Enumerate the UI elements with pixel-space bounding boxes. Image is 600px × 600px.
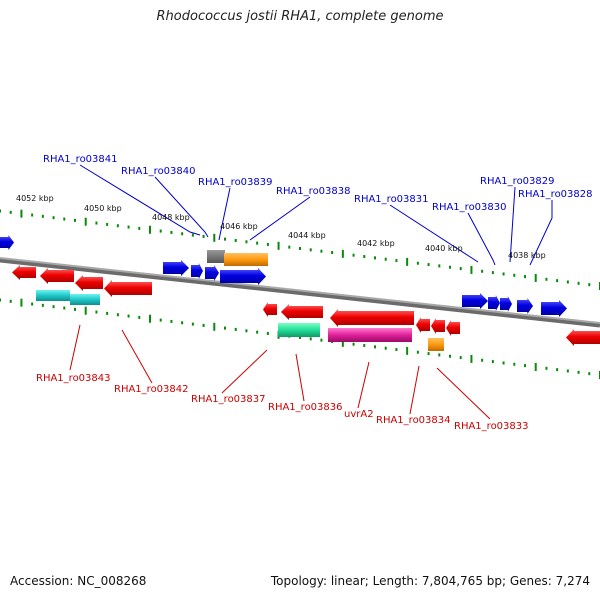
rna-box-2 bbox=[70, 294, 100, 305]
leader-ro03830 bbox=[467, 212, 496, 266]
leader-ro03838 bbox=[249, 196, 311, 241]
backbone-shadow bbox=[0, 257, 600, 328]
genome-backbone bbox=[0, 257, 600, 328]
gene-label-ro03842[interactable]: RHA1_ro03842 bbox=[114, 384, 189, 395]
gene-arrow-ro03834 bbox=[416, 317, 430, 333]
gene-arrow-ro03830 bbox=[488, 295, 500, 311]
scale-label-4050: 4050 kbp bbox=[84, 204, 122, 213]
gene-arrow-ro03829 bbox=[500, 296, 512, 312]
gene-arrow-ro03838 bbox=[220, 268, 266, 285]
leader-ro03837 bbox=[221, 349, 268, 394]
green-box bbox=[278, 323, 320, 337]
gene-arrow-ro03833b bbox=[446, 320, 460, 336]
genome-summary: Topology: linear; Length: 7,804,765 bp; … bbox=[270, 574, 590, 588]
scale-ticks bbox=[0, 209, 600, 379]
gene-label-ro03839[interactable]: RHA1_ro03839 bbox=[198, 177, 273, 188]
scale-label-4048: 4048 kbp bbox=[152, 213, 190, 222]
gene-label-ro03837[interactable]: RHA1_ro03837 bbox=[191, 394, 266, 405]
gene-label-ro03828[interactable]: RHA1_ro03828 bbox=[518, 189, 593, 200]
gene-arrow-ro03837a bbox=[263, 302, 277, 317]
gene-label-ro03829[interactable]: RHA1_ro03829 bbox=[480, 176, 555, 187]
gene-label-ro03840[interactable]: RHA1_ro03840 bbox=[121, 166, 196, 177]
gene-arrow-ro03828 bbox=[541, 300, 567, 317]
leader-ro03842 bbox=[121, 329, 153, 384]
leader-ro03831 bbox=[389, 204, 479, 263]
leader-ro03839 bbox=[218, 187, 231, 241]
gene-label-ro03830[interactable]: RHA1_ro03830 bbox=[432, 202, 507, 213]
genome-title: Rhodococcus jostii RHA1, complete genome bbox=[156, 9, 444, 24]
gene-label-ro03836[interactable]: RHA1_ro03836 bbox=[268, 402, 343, 413]
leader-ro03834 bbox=[409, 365, 420, 415]
gene-label-ro03843[interactable]: RHA1_ro03843 bbox=[36, 373, 111, 384]
leader-uvra2 bbox=[357, 361, 370, 409]
gene-label-ro03841[interactable]: RHA1_ro03841 bbox=[43, 154, 118, 165]
gene-features bbox=[0, 235, 600, 351]
gene-arrow-ro03840 bbox=[191, 263, 203, 279]
gene-label-uvra2[interactable]: uvrA2 bbox=[344, 409, 374, 420]
gene-arrow-ro03844 bbox=[12, 265, 36, 280]
gene-arrow-ro03842 bbox=[104, 280, 152, 297]
gene-arrow-ro03839 bbox=[205, 265, 219, 281]
scale-label-4038: 4038 kbp bbox=[508, 251, 546, 260]
gene-arrow-ro03831 bbox=[462, 293, 488, 309]
gene-arrow-ro03833a bbox=[431, 318, 445, 334]
leader-ro03841 bbox=[79, 164, 201, 236]
orange-box-top bbox=[224, 253, 268, 266]
scale-label-4040: 4040 kbp bbox=[425, 244, 463, 253]
gray-box bbox=[207, 250, 225, 263]
gene-label-ro03831[interactable]: RHA1_ro03831 bbox=[354, 194, 429, 205]
leader-ro03829 bbox=[509, 186, 516, 263]
gene-arrow-ro03828a bbox=[517, 298, 533, 314]
scale-label-4046: 4046 kbp bbox=[220, 222, 258, 231]
backbone-highlight bbox=[0, 257, 600, 324]
leader-ro03843 bbox=[69, 324, 81, 371]
gene-arrow-edge-left bbox=[0, 235, 14, 250]
gene-arrow-ro03841 bbox=[163, 260, 189, 276]
rna-box-1 bbox=[36, 290, 70, 301]
gene-label-ro03833[interactable]: RHA1_ro03833 bbox=[454, 421, 529, 432]
gene-arrow-ro03843b bbox=[75, 275, 103, 291]
gene-label-ro03834[interactable]: RHA1_ro03834 bbox=[376, 415, 451, 426]
leader-ro03840 bbox=[154, 176, 209, 238]
leader-ro03828 bbox=[529, 200, 553, 266]
gene-arrow-uvra2 bbox=[330, 309, 414, 327]
accession-text: Accession: NC_008268 bbox=[10, 574, 147, 588]
gene-arrow-ro03837 bbox=[281, 304, 323, 320]
gene-label-ro03838[interactable]: RHA1_ro03838 bbox=[276, 186, 351, 197]
gene-arrow-edge-right bbox=[566, 329, 600, 346]
leader-ro03833 bbox=[436, 367, 491, 420]
label-leaders bbox=[69, 164, 553, 420]
scale-label-4042: 4042 kbp bbox=[357, 239, 395, 248]
gene-arrow-ro03843a bbox=[40, 268, 74, 284]
orange-box-bottom bbox=[428, 338, 444, 351]
leader-ro03836 bbox=[295, 353, 305, 402]
scale-label-4052: 4052 kbp bbox=[16, 194, 54, 203]
pink-box bbox=[328, 328, 412, 342]
scale-label-4044: 4044 kbp bbox=[288, 231, 326, 240]
